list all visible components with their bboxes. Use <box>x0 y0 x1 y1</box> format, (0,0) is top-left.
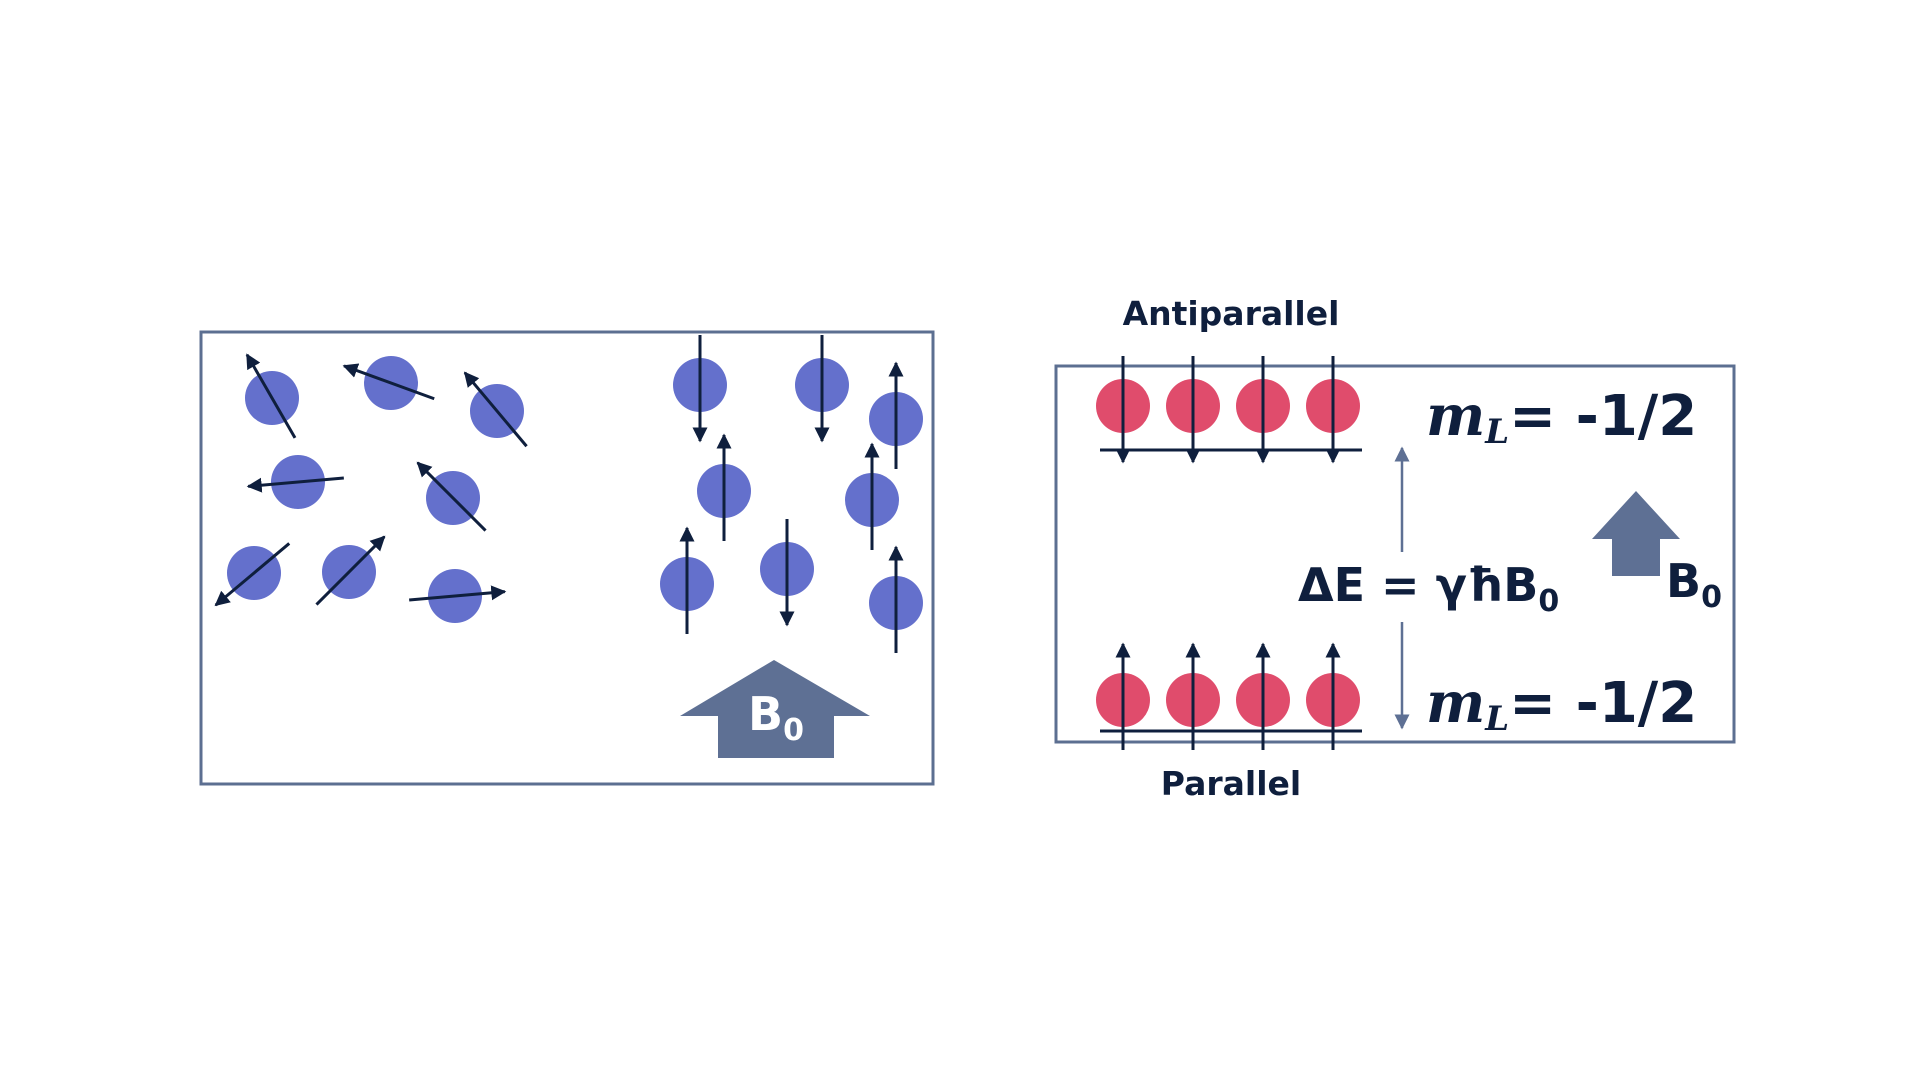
antiparallel-label: Antiparallel <box>1123 294 1340 333</box>
lower-level-eq: = -1/2 <box>1509 671 1697 736</box>
random-spin-6-axis <box>214 542 291 607</box>
antiparallel-spin-4 <box>1306 356 1360 464</box>
random-spin-8-axis <box>409 585 507 602</box>
left-panel: B0 <box>199 330 935 786</box>
aligned-spin-2 <box>795 335 849 443</box>
lower-level-label: mL= -1/2 <box>1426 670 1697 739</box>
aligned-spin-1 <box>673 335 727 443</box>
upper-level-eq: = -1/2 <box>1509 384 1697 449</box>
aligned-spin-8 <box>869 545 923 653</box>
field-arrow-large: B0 <box>680 660 870 758</box>
random-spin-8 <box>409 569 507 623</box>
antiparallel-spin-3 <box>1236 356 1290 464</box>
aligned-spin-3 <box>869 361 923 469</box>
random-spin-1-axis <box>245 353 297 439</box>
random-spin-4-axis <box>246 476 344 493</box>
aligned-spin-7 <box>660 526 714 634</box>
parallel-spin-1 <box>1096 642 1150 750</box>
parallel-spin-3 <box>1236 642 1290 750</box>
random-spin-7 <box>315 535 386 606</box>
random-spin-5 <box>416 461 487 532</box>
aligned-spin-6 <box>760 519 814 627</box>
energy-gap-formula-main: ΔE = γħB <box>1298 558 1538 612</box>
right-panel: Antiparallel Parallel ΔE = γħB0 mL= -1/2… <box>1054 294 1736 803</box>
random-spins-group <box>214 353 528 623</box>
random-spin-1 <box>245 353 299 439</box>
antiparallel-spin-1 <box>1096 356 1150 464</box>
random-spin-7-axis <box>315 535 386 606</box>
left-panel-frame <box>199 330 935 786</box>
parallel-spin-4 <box>1306 642 1360 750</box>
aligned-spins-group <box>660 335 923 653</box>
energy-gap-formula-sub: 0 <box>1538 584 1559 619</box>
energy-gap-formula: ΔE = γħB0 <box>1298 558 1559 619</box>
antiparallel-spins-group <box>1096 356 1360 464</box>
upper-level-sub: L <box>1484 412 1509 452</box>
upper-level-label: mL= -1/2 <box>1426 383 1697 452</box>
random-spin-6 <box>214 542 291 607</box>
random-spin-3 <box>463 371 528 448</box>
aligned-spin-4 <box>697 433 751 541</box>
field-label-large: B0 <box>748 687 804 748</box>
lower-level-sub: L <box>1484 699 1509 739</box>
aligned-spin-5 <box>845 442 899 550</box>
parallel-spin-2 <box>1166 642 1220 750</box>
upper-level-m: m <box>1426 383 1485 449</box>
random-spin-4 <box>246 455 344 509</box>
lower-level-m: m <box>1426 670 1485 736</box>
random-spin-3-axis <box>463 371 528 448</box>
field-label-small-sub: 0 <box>1701 580 1722 615</box>
random-spin-5-axis <box>416 461 487 532</box>
field-label-large-sub: 0 <box>783 713 804 748</box>
right-panel-frame <box>1054 364 1736 744</box>
field-label-large-base: B <box>748 687 783 741</box>
field-label-small: B0 <box>1666 554 1722 615</box>
parallel-spins-group <box>1096 642 1360 750</box>
random-spin-2 <box>342 356 435 410</box>
field-arrow-large-shape <box>680 660 870 758</box>
field-arrow-small: B0 <box>1592 491 1722 615</box>
random-spin-2-axis <box>342 363 435 401</box>
field-arrow-small-shape <box>1592 491 1680 576</box>
antiparallel-spin-2 <box>1166 356 1220 464</box>
field-label-small-base: B <box>1666 554 1701 608</box>
parallel-label: Parallel <box>1161 764 1301 803</box>
